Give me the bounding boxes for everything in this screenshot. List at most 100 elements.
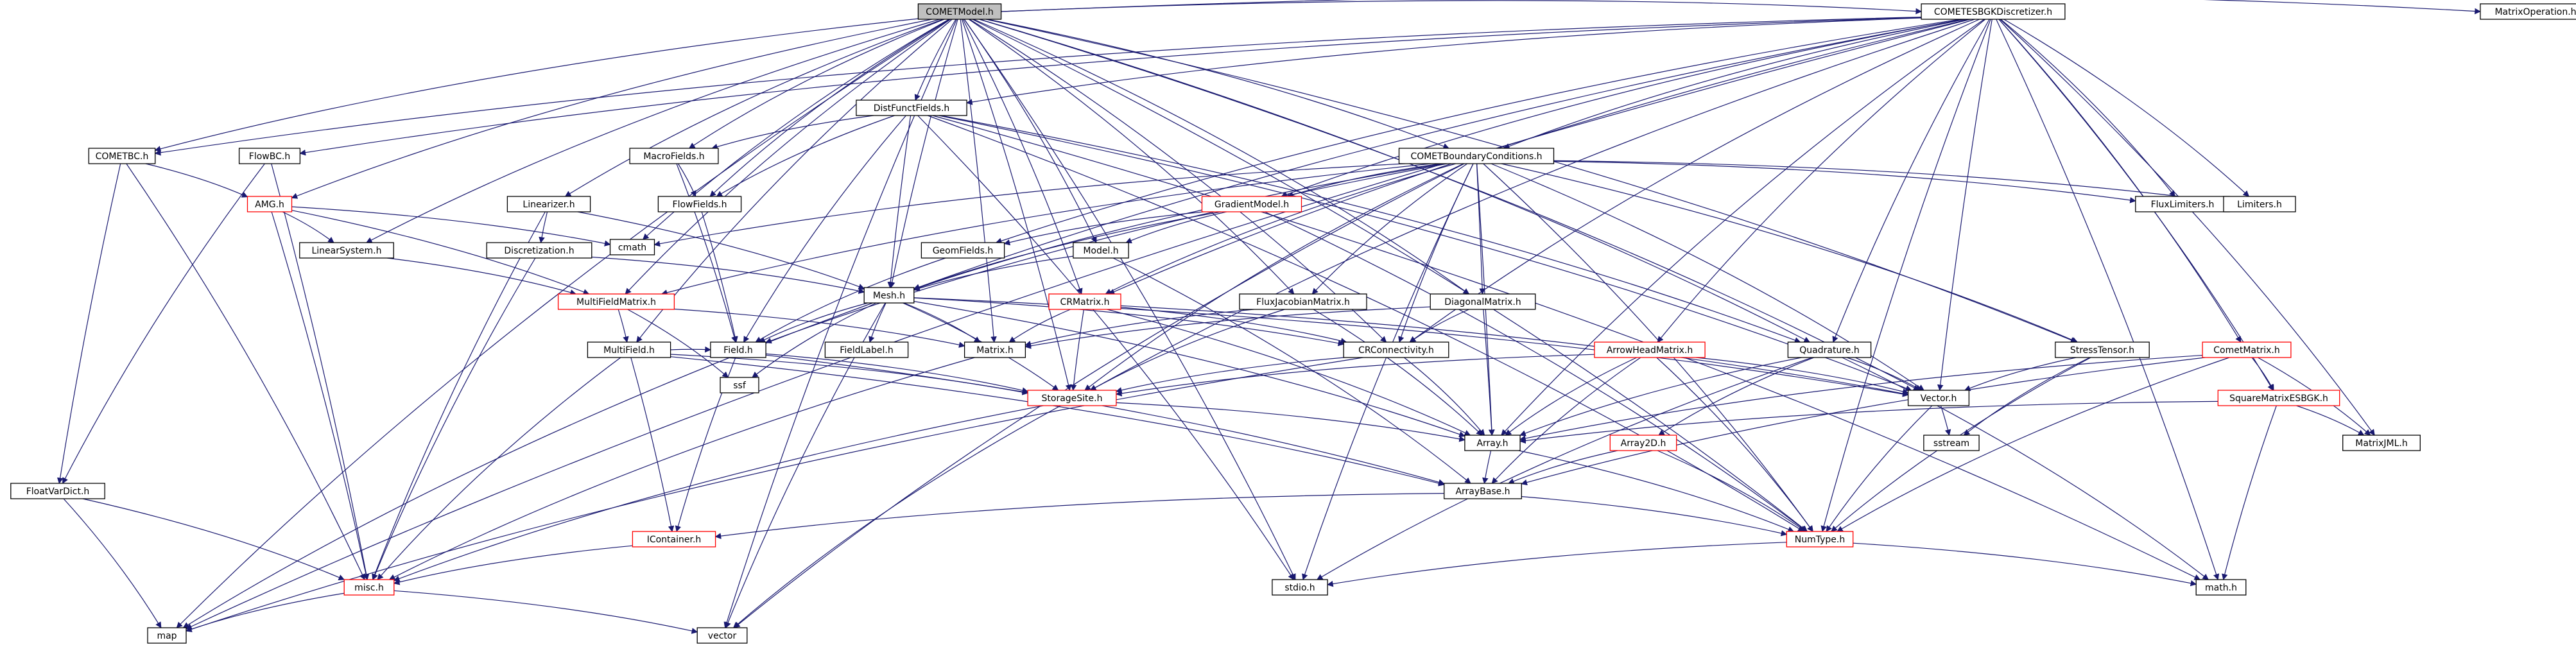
- edge-cometmodel-to-matrix: [960, 19, 997, 343]
- edge-misc-to-vectorstd: [393, 590, 698, 634]
- edge-comet_esbgk-to-math: [1996, 19, 2220, 580]
- edge-crconnectivity-to-storagesite: [1115, 357, 1345, 393]
- node-squarematrix[interactable]: SquareMatrixESBGK.h: [2217, 390, 2340, 406]
- edge-crmatrix-to-vector: [1120, 305, 1909, 397]
- edge-gradientmodel-to-mesh: [913, 211, 1222, 290]
- node-box: [1343, 341, 1449, 358]
- node-label: Discretization.h: [504, 246, 574, 256]
- node-box: [696, 627, 748, 644]
- edge-arrowheadmatrix-to-arraybase: [1491, 357, 1641, 484]
- node-box: [921, 242, 1005, 259]
- node-numtype[interactable]: NumType.h: [1786, 531, 1854, 548]
- node-comet_boundary[interactable]: COMETBoundaryConditions.h: [1398, 148, 1555, 164]
- node-storagesite[interactable]: StorageSite.h: [1027, 390, 1117, 406]
- node-macrofields[interactable]: MacroFields.h: [629, 148, 719, 164]
- edge-cometmodel-to-comet_boundary: [987, 19, 1449, 150]
- node-label: MultiFieldMatrix.h: [576, 297, 656, 307]
- edge-numtype-to-math: [1853, 542, 2197, 587]
- node-arraybase[interactable]: ArrayBase.h: [1444, 483, 1522, 499]
- node-box: [147, 627, 187, 644]
- edge-fluxjacobian-to-matrix: [1024, 309, 1254, 347]
- node-box: [1786, 531, 1854, 548]
- node-mesh[interactable]: Mesh.h: [863, 287, 915, 304]
- node-fluxjacobian[interactable]: FluxJacobianMatrix.h: [1239, 293, 1367, 310]
- edge-cometmatrix-to-arraybase: [1521, 357, 2206, 486]
- node-box: [824, 341, 909, 358]
- node-multifieldmatrix[interactable]: MultiFieldMatrix.h: [557, 293, 675, 310]
- node-label: DiagonalMatrix.h: [1444, 297, 1521, 307]
- node-stresstensor[interactable]: StressTensor.h: [2055, 341, 2150, 358]
- edge-cometmodel-to-macrofields: [688, 19, 945, 149]
- node-box: [1787, 341, 1872, 358]
- node-array[interactable]: Array.h: [1464, 435, 1521, 451]
- node-distfunctfields[interactable]: DistFunctFields.h: [856, 99, 967, 116]
- node-limiters[interactable]: Limiters.h: [2223, 196, 2296, 212]
- node-linearsystem[interactable]: LinearSystem.h: [299, 242, 394, 259]
- node-misc[interactable]: misc.h: [343, 579, 395, 596]
- node-crconnectivity[interactable]: CRConnectivity.h: [1343, 341, 1449, 358]
- node-matrix[interactable]: Matrix.h: [964, 341, 1026, 358]
- node-math[interactable]: math.h: [2195, 579, 2247, 596]
- node-geomfields[interactable]: GeomFields.h: [921, 242, 1005, 259]
- edge-comet_boundary-to-limiters: [1553, 160, 2224, 205]
- node-box: [1444, 483, 1522, 499]
- node-fieldlabel[interactable]: FieldLabel.h: [824, 341, 909, 358]
- edge-cometmodel-to-storagesite: [961, 19, 1072, 391]
- node-arrowheadmatrix[interactable]: ArrowHeadMatrix.h: [1594, 341, 1706, 358]
- edge-mesh-to-ssf: [752, 302, 877, 378]
- node-floatvardict[interactable]: FloatVarDict.h: [10, 483, 105, 499]
- edge-cometmodel-to-matrixoperation: [1001, 0, 2481, 15]
- node-matrixoperation[interactable]: MatrixOperation.h: [2480, 3, 2576, 20]
- node-model[interactable]: Model.h: [1073, 242, 1129, 259]
- edge-comet_esbgk-to-comet_boundary: [1503, 19, 1966, 150]
- edge-cometmodel-to-multifieldmatrix: [625, 19, 951, 295]
- edge-amg-to-linearsystem: [282, 211, 334, 243]
- node-label: StressTensor.h: [2070, 345, 2134, 356]
- node-box: [2480, 3, 2576, 20]
- node-label: math.h: [2205, 583, 2237, 593]
- node-quadrature[interactable]: Quadrature.h: [1787, 341, 1872, 358]
- edge-crmatrix-to-array: [1107, 309, 1471, 436]
- edge-distfunctfields-to-math: [932, 115, 2201, 580]
- node-ssf[interactable]: ssf: [720, 377, 759, 393]
- node-field[interactable]: Field.h: [710, 341, 766, 358]
- node-icontainer[interactable]: IContainer.h: [632, 531, 716, 548]
- node-comet_esbgk[interactable]: COMETESBGKDiscretizer.h: [1921, 3, 2066, 20]
- node-label: NumType.h: [1795, 535, 1845, 545]
- node-matrixjml[interactable]: MatrixJML.h: [2342, 435, 2421, 451]
- edge-comet_boundary-to-stresstensor: [1501, 163, 2079, 343]
- node-multifield[interactable]: MultiField.h: [587, 341, 671, 358]
- node-sstream[interactable]: sstream: [1923, 435, 1980, 451]
- node-diagonalmatrix[interactable]: DiagonalMatrix.h: [1430, 293, 1536, 310]
- node-fluxlimiters[interactable]: FluxLimiters.h: [2135, 196, 2230, 212]
- node-vector[interactable]: Vector.h: [1907, 390, 1970, 406]
- node-flowbc[interactable]: FlowBC.h: [238, 148, 301, 164]
- edge-mesh-to-array: [913, 300, 1465, 438]
- edge-icontainer-to-misc: [393, 545, 633, 585]
- node-label: Array2D.h: [1621, 438, 1666, 449]
- node-flowfields[interactable]: FlowFields.h: [657, 196, 742, 212]
- node-crmatrix[interactable]: CRMatrix.h: [1048, 293, 1121, 310]
- node-stdio[interactable]: stdio.h: [1272, 579, 1328, 596]
- node-box: [1921, 3, 2066, 20]
- edge-multifieldmatrix-to-matrix: [674, 308, 965, 348]
- edge-cometmodel-to-linearizer: [564, 19, 944, 197]
- node-box: [1201, 196, 1302, 212]
- edge-comet_boundary-to-cmath: [653, 163, 1405, 247]
- node-box: [2195, 579, 2247, 596]
- node-cmath[interactable]: cmath: [609, 239, 655, 255]
- node-cometmodel[interactable]: COMETModel.h: [917, 3, 1002, 20]
- edge-misc-to-map: [186, 592, 345, 632]
- node-label: Vector.h: [1921, 393, 1957, 404]
- node-cometbc[interactable]: COMETBC.h: [88, 148, 156, 164]
- node-linearizer[interactable]: Linearizer.h: [506, 196, 591, 212]
- node-map[interactable]: map: [147, 627, 187, 644]
- node-label: Limiters.h: [2237, 200, 2282, 210]
- node-cometmatrix[interactable]: CometMatrix.h: [2202, 341, 2292, 358]
- node-gradientmodel[interactable]: GradientModel.h: [1201, 196, 1302, 212]
- node-discretization[interactable]: Discretization.h: [486, 242, 592, 259]
- node-amg[interactable]: AMG.h: [246, 196, 293, 212]
- node-array2d[interactable]: Array2D.h: [1609, 435, 1677, 451]
- node-label: COMETBC.h: [96, 151, 149, 162]
- node-vectorstd[interactable]: vector: [696, 627, 748, 644]
